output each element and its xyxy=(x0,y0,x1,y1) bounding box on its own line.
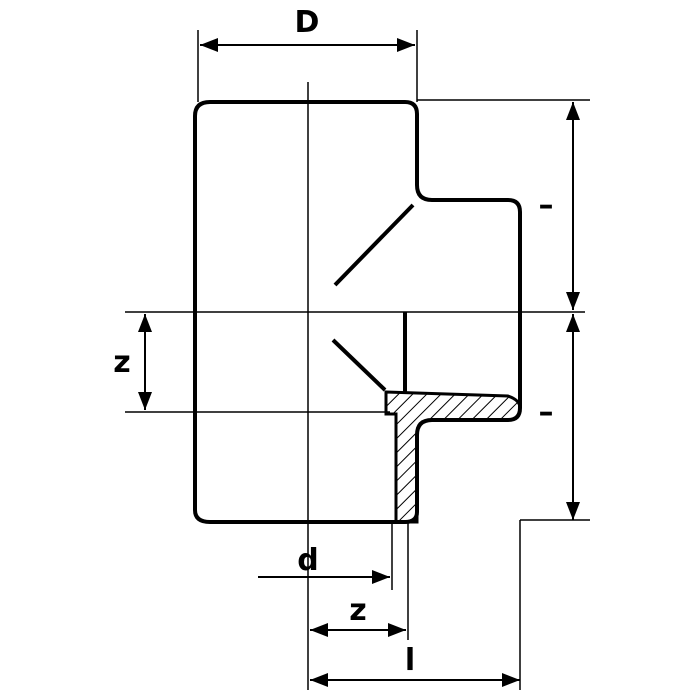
chamfer-line-upper xyxy=(333,203,415,287)
label-dash-upper: – xyxy=(539,188,554,223)
label-z-bottom: z xyxy=(349,593,366,628)
label-l: l xyxy=(405,643,415,678)
label-d: d xyxy=(297,543,318,578)
label-D: D xyxy=(295,5,320,40)
label-z-side: z xyxy=(113,345,130,380)
dimension-right-lower xyxy=(566,314,580,520)
dimension-l: l xyxy=(310,643,520,687)
dimension-z-side: z xyxy=(113,314,152,410)
chamfer-line-lower xyxy=(331,338,387,392)
hatched-wall-section xyxy=(384,390,522,524)
label-dash-lower: – xyxy=(539,395,554,430)
dimension-right-upper xyxy=(566,102,580,310)
dimension-D: D xyxy=(200,5,415,52)
dimension-d: d xyxy=(258,543,390,584)
dimension-z-bottom: z xyxy=(310,593,406,637)
